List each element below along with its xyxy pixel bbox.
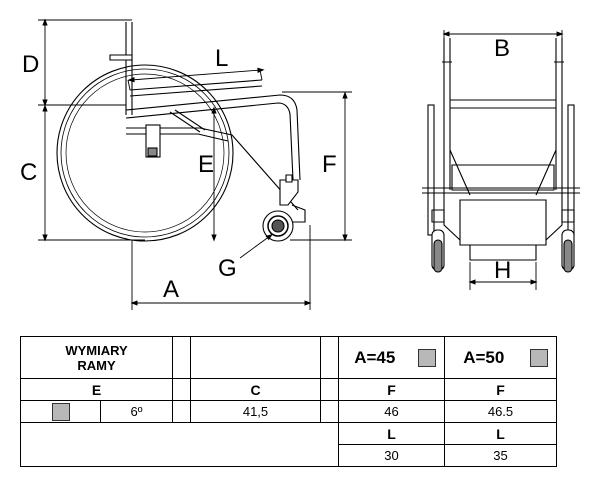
header-l-a50: L [444, 422, 557, 445]
front-dimension-lines [442, 30, 564, 290]
header-f-a50: F [444, 378, 557, 401]
table-title-line1: WYMIARY [65, 342, 128, 358]
castor-fork [279, 179, 299, 206]
value-f-a50: 46.5 [444, 400, 557, 423]
frame [125, 94, 301, 181]
frame-dimensions-table: WYMIARY RAMY A=45 A=50 E C F F 6º 41,5 4… [20, 336, 557, 467]
a50-swatch [530, 348, 549, 367]
value-c: 41,5 [190, 400, 321, 423]
table-spacer-cell [172, 336, 191, 379]
castor-wheel [262, 210, 294, 242]
col-a50-swatch-cell [522, 336, 557, 379]
label-e: E [198, 151, 214, 178]
front-footplate [459, 199, 547, 246]
label-g: G [218, 255, 237, 282]
header-e: E [20, 378, 173, 401]
col-a50-header: A=50 [444, 336, 523, 379]
backrest [125, 22, 133, 115]
header-f-a45: F [338, 378, 445, 401]
table-spacer-cell [172, 378, 191, 401]
header-l-a45: L [338, 422, 445, 445]
side-dimension-lines [38, 18, 352, 310]
label-c: C [20, 159, 37, 186]
value-f-a45: 46 [338, 400, 445, 423]
label-l: L [215, 45, 228, 72]
col-a45-header: A=45 [338, 336, 411, 379]
e-swatch-cell [20, 400, 101, 423]
value-l-a50: 35 [444, 444, 557, 467]
label-d: D [22, 51, 39, 78]
table-spacer-cell [172, 400, 191, 423]
table-blank-block [20, 422, 339, 467]
table-spacer-cell [320, 400, 339, 423]
label-h: H [494, 257, 511, 284]
label-f: F [322, 151, 337, 178]
value-e: 6º [100, 400, 173, 423]
header-c: C [190, 378, 321, 401]
a45-swatch [418, 348, 437, 367]
table-empty-cell [190, 336, 321, 379]
value-l-a45: 30 [338, 444, 445, 467]
label-a: A [163, 276, 179, 303]
side-view [56, 22, 306, 242]
front-seat [451, 164, 555, 191]
e-swatch [51, 402, 70, 421]
col-a45-swatch-cell [410, 336, 445, 379]
seat-rail [129, 79, 263, 97]
table-spacer-cell [320, 336, 339, 379]
front-view [422, 38, 580, 273]
table-title: WYMIARY RAMY [20, 336, 173, 379]
rear-wheel [56, 64, 234, 242]
label-b: B [494, 35, 510, 62]
wheelchair-dimension-drawing: D L C E F G A B H [20, 18, 580, 310]
table-title-line2: RAMY [77, 357, 116, 373]
table-spacer-cell [320, 378, 339, 401]
